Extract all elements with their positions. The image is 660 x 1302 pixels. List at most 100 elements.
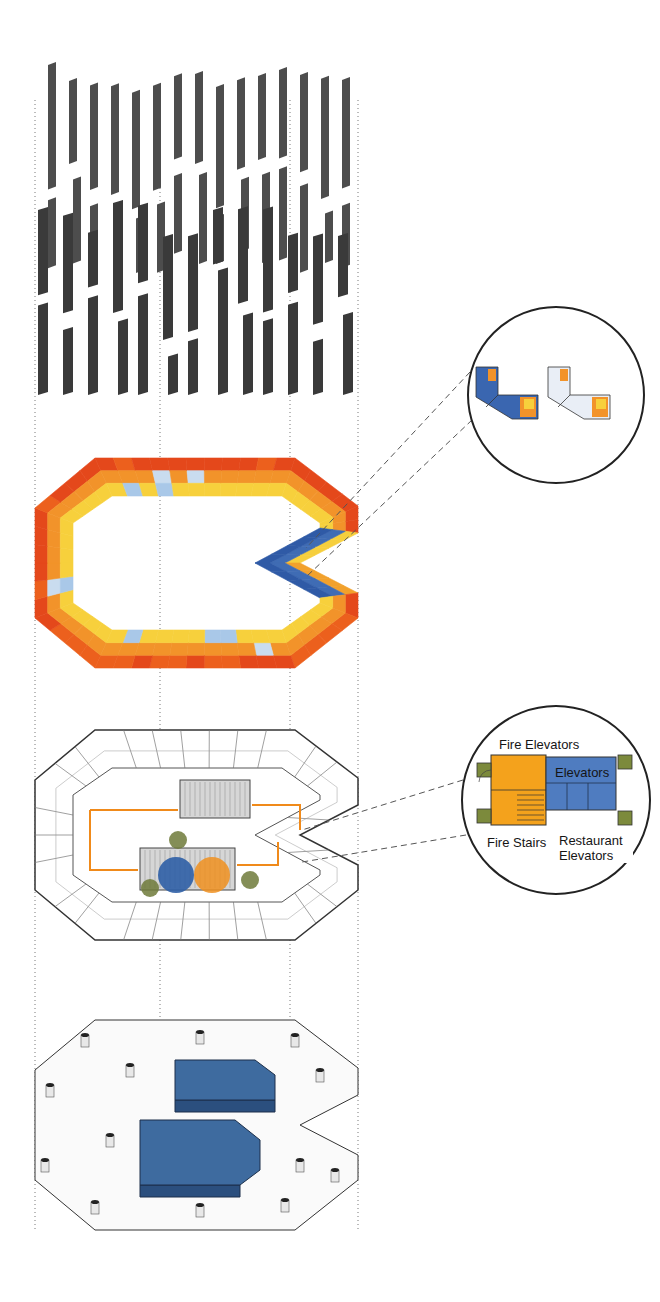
heatmap-cell — [239, 655, 259, 668]
column-top — [46, 1083, 54, 1087]
leader-line — [306, 372, 470, 548]
heatmap-cell — [170, 643, 188, 656]
heatmap-cell — [221, 643, 239, 656]
column-top — [281, 1198, 289, 1202]
partition-wall — [307, 884, 337, 907]
heatmap-cell — [204, 458, 222, 471]
core-hatch — [185, 782, 186, 816]
facade-slat — [279, 166, 287, 260]
room-plan — [548, 367, 610, 419]
heatmap-cell — [251, 630, 270, 643]
core-extrusion-side — [175, 1100, 275, 1112]
column-top — [41, 1158, 49, 1162]
facade-slat — [63, 213, 73, 314]
heatmap-cell — [135, 471, 155, 484]
corridor-wall — [56, 882, 104, 919]
restaurant-elevator — [618, 811, 632, 825]
wall-line — [486, 395, 498, 407]
green-node — [241, 871, 259, 889]
heatmap-cell — [60, 548, 73, 563]
facade-slat — [69, 78, 77, 164]
partition-wall — [295, 893, 316, 923]
corridor-wall — [288, 882, 337, 919]
facade-slat — [38, 303, 48, 396]
heatmap-cell — [222, 458, 241, 471]
partition-wall — [75, 893, 99, 923]
heatmap-cell — [255, 563, 286, 572]
fire-core — [491, 755, 546, 825]
heatmap-cell — [188, 483, 205, 496]
heatmap-cell — [150, 458, 170, 471]
facade-slat — [163, 234, 173, 340]
room-plan — [476, 367, 538, 419]
callout-label: Fire Elevators — [499, 737, 579, 752]
corridor-wall — [275, 835, 337, 868]
heatmap-cell — [345, 520, 358, 534]
heatmap-cell — [256, 655, 277, 668]
partition-wall — [124, 730, 137, 768]
stair-tread — [517, 795, 544, 796]
heatmap-cell — [170, 471, 188, 484]
heatmap-cell — [150, 655, 170, 668]
facade-slat — [216, 84, 224, 208]
daylight-heatmap — [35, 458, 358, 668]
column-top — [291, 1033, 299, 1037]
heatmap-cell — [273, 655, 295, 668]
facade-slat — [153, 83, 161, 191]
core-extrusion — [140, 1120, 260, 1185]
facade-slat — [174, 73, 182, 159]
detail-circle — [468, 307, 644, 483]
facade-slat — [195, 71, 203, 164]
circulation-route — [237, 842, 278, 865]
partition-wall — [209, 902, 210, 940]
core-extrusion — [175, 1060, 275, 1100]
partition-wall — [75, 747, 99, 777]
heatmap-cell — [239, 458, 259, 471]
facade-slat — [48, 197, 56, 268]
heatmap-cell — [304, 528, 333, 538]
partition-wall — [233, 902, 237, 940]
column-top — [106, 1133, 114, 1137]
facade-slat — [342, 77, 350, 188]
column-top — [196, 1030, 204, 1034]
heatmap-cell — [254, 643, 274, 656]
heatmap-cell — [186, 655, 204, 668]
floor-plan — [35, 730, 358, 940]
partition-wall — [124, 902, 137, 940]
core-hatch — [190, 782, 191, 816]
facade-slat — [338, 233, 348, 297]
shaft-wall — [567, 783, 568, 810]
facade-slat — [199, 172, 207, 264]
partition-wall — [35, 835, 73, 836]
facade-slat — [132, 90, 140, 210]
facade-slat — [313, 339, 323, 395]
heatmap-cell — [168, 655, 187, 668]
column-top — [331, 1168, 339, 1172]
green-node — [141, 879, 159, 897]
facade-slat — [263, 207, 273, 313]
restaurant-elevator — [477, 809, 491, 823]
facade-slat — [113, 200, 123, 313]
corridor-wall — [104, 750, 288, 751]
callout-label: Elevators — [555, 765, 609, 780]
heatmap-cell — [153, 471, 172, 484]
facade-slat — [168, 354, 178, 395]
leader-line — [302, 835, 466, 862]
stair-tread — [517, 805, 544, 806]
facade-slat — [288, 302, 298, 395]
corridor-wall — [104, 919, 288, 920]
guide-line — [358, 100, 359, 1232]
detail-ground — [462, 706, 650, 894]
stair-tread — [517, 820, 544, 821]
facade-slat — [321, 76, 329, 199]
core-hatch — [200, 782, 201, 816]
partition-wall — [307, 762, 337, 786]
heatmap-cell — [222, 655, 241, 668]
heatmap-cell — [271, 571, 301, 580]
partition-wall — [55, 884, 86, 907]
core-detail — [302, 706, 650, 894]
facade-slat — [343, 312, 353, 395]
